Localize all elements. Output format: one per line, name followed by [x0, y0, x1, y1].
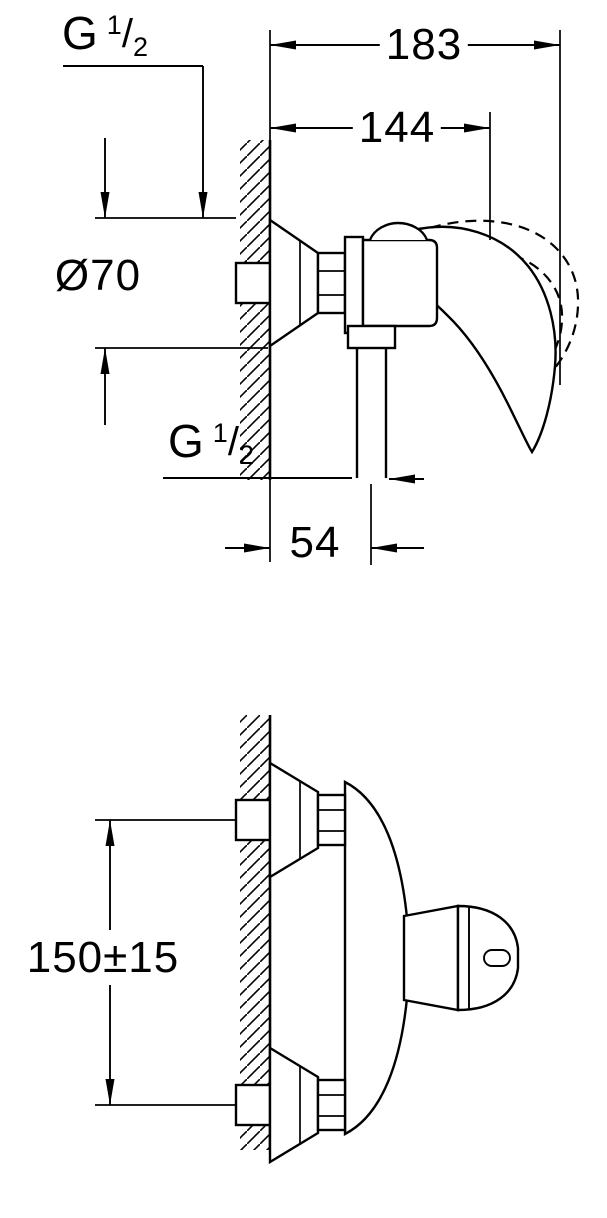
outlet-nut: [346, 324, 397, 350]
escutcheon-side: [268, 217, 320, 349]
dim-54-label: 54: [283, 519, 347, 567]
side-view: [234, 30, 580, 562]
cartridge-dome: [368, 221, 429, 241]
supply-fitting-square: [234, 261, 272, 305]
wall-hatch-bottom: [240, 715, 270, 1150]
hex-nut-front-bottom: [316, 1078, 347, 1132]
fraction-slash: /: [227, 420, 239, 464]
mixer-body-side: [361, 238, 439, 328]
escutcheon-front-bottom: [268, 1045, 320, 1165]
thread-prefix: G: [62, 7, 98, 59]
wall-hatch-top: [240, 140, 270, 480]
front-view-dimensions: [95, 819, 236, 1106]
thread-fraction: 1/2: [106, 10, 148, 62]
mixer-body-front: [343, 780, 412, 1136]
knob-slot: [483, 949, 511, 967]
dim-144-label: 144: [352, 104, 442, 152]
escutcheon-front-top: [268, 760, 320, 880]
dim-183-label: 183: [379, 21, 469, 69]
dim-diameter-label: Ø70: [48, 252, 148, 300]
front-view: [234, 715, 520, 1165]
lever-handle: [412, 225, 557, 455]
supply-fitting-square-bottom: [234, 1083, 272, 1127]
side-view-dimensions: [63, 30, 561, 565]
dim-150-label: 150±15: [20, 934, 186, 982]
thread-prefix: G: [168, 415, 204, 467]
body-flange: [343, 235, 365, 335]
fraction-slash: /: [121, 12, 133, 56]
hex-nut-side: [316, 251, 347, 315]
hex-nut-front-top: [316, 793, 347, 847]
supply-fitting-square-top: [234, 798, 272, 842]
knob-neck: [402, 904, 460, 1012]
thread-fraction: 1/2: [212, 418, 254, 470]
